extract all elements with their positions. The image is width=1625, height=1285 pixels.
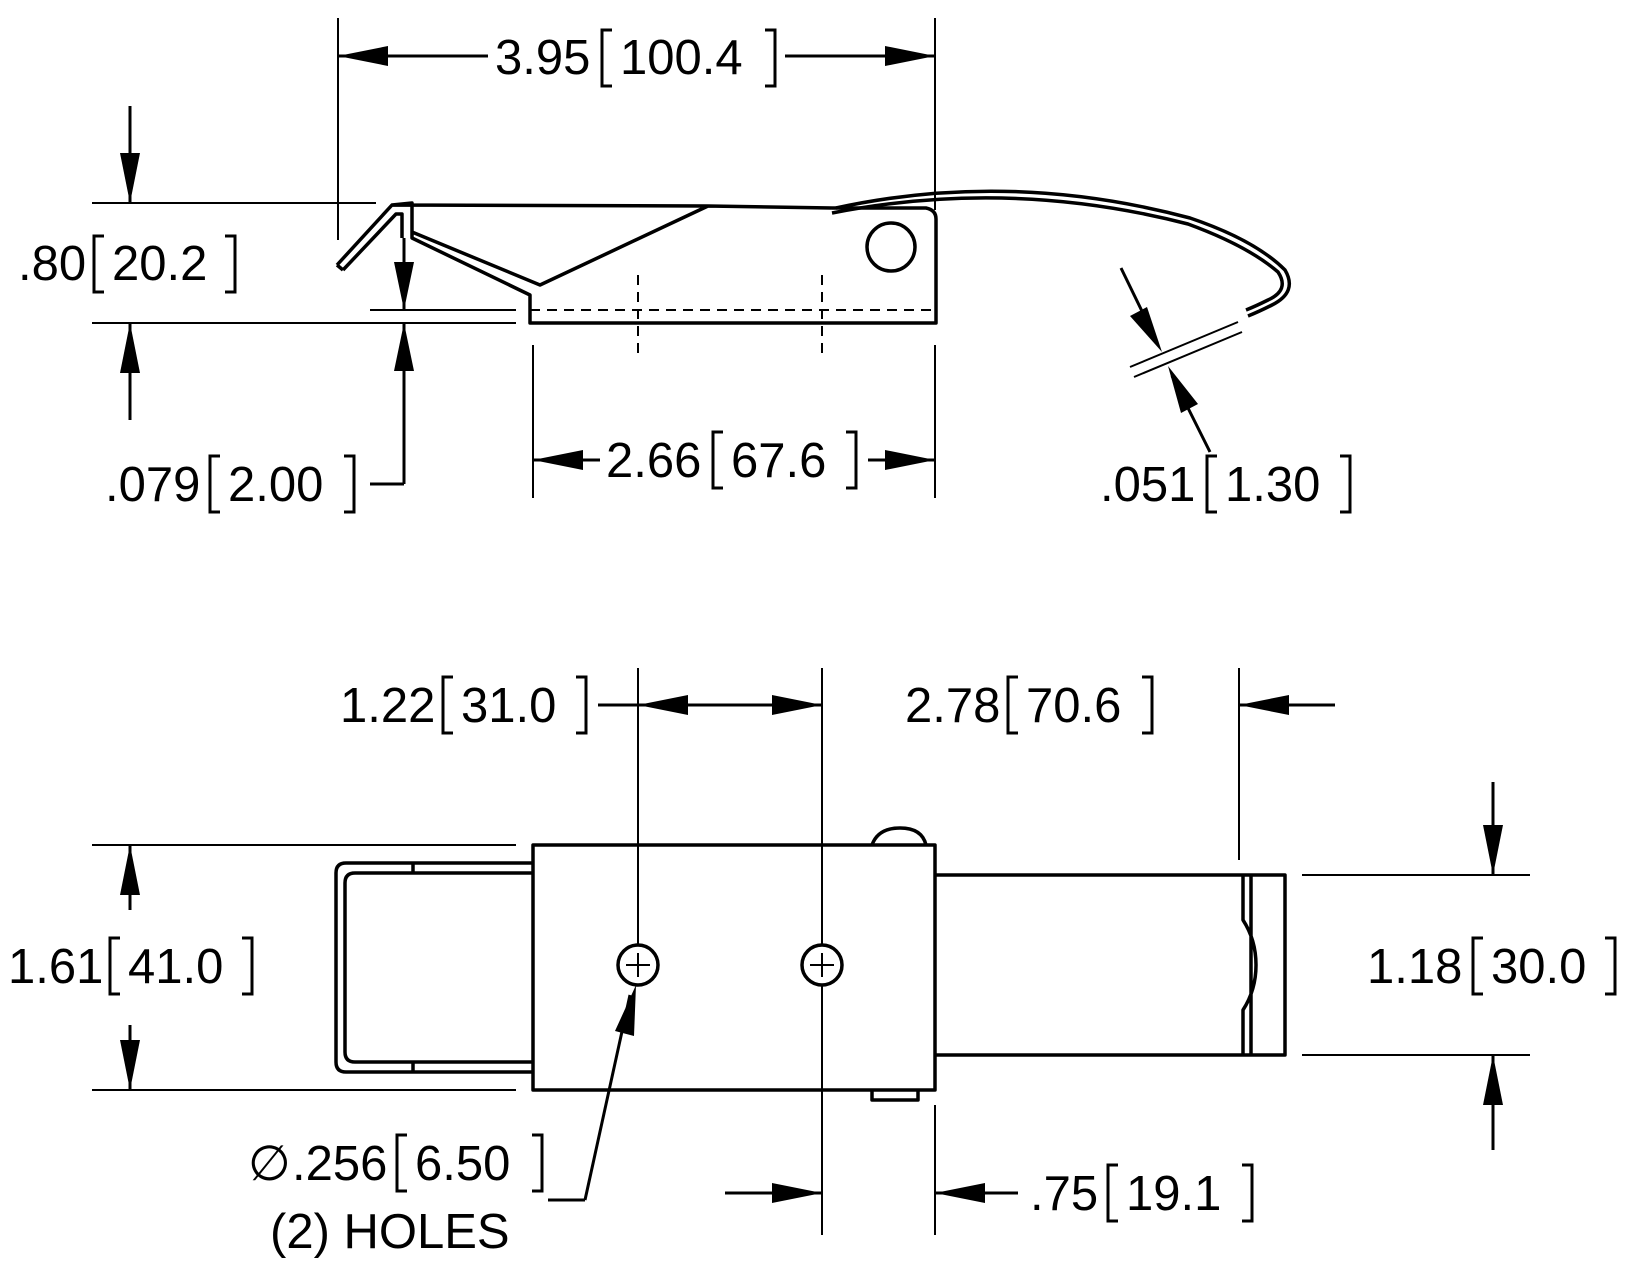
latch-body-profile bbox=[335, 201, 938, 325]
base-width-mm: 41.0 bbox=[128, 940, 223, 994]
hole-diameter-mm: 6.50 bbox=[415, 1137, 510, 1191]
dim-hole-to-base-end: .75 19.1 bbox=[725, 1105, 1254, 1235]
dim-hole-to-wire-end: 2.78 70.6 bbox=[905, 668, 1335, 860]
base-length-in: 2.66 bbox=[606, 434, 701, 488]
wire-bail bbox=[835, 189, 1292, 318]
base-length-mm: 67.6 bbox=[731, 434, 826, 488]
dim-height: .80 20.2 bbox=[18, 106, 516, 420]
pivot-boss-top bbox=[870, 826, 928, 846]
dim-bail-width: 1.18 30.0 bbox=[1302, 782, 1617, 1150]
dim-base-length: 2.66 67.6 bbox=[532, 345, 936, 498]
dim-thickness: .079 2.00 bbox=[105, 238, 516, 514]
dim-wire-diameter: .051 1.30 bbox=[1100, 267, 1352, 514]
wire-diameter-in: .051 bbox=[1100, 458, 1195, 512]
hole-spacing-in: 1.22 bbox=[340, 679, 435, 733]
dim-overall-length: 3.95 100.4 bbox=[337, 18, 936, 240]
base-width-in: 1.61 bbox=[8, 940, 103, 994]
height-mm: 20.2 bbox=[112, 237, 207, 291]
hole-to-base-end-mm: 19.1 bbox=[1126, 1167, 1221, 1221]
hole-count-note: (2) HOLES bbox=[270, 1205, 510, 1259]
bail-width-mm: 30.0 bbox=[1491, 940, 1586, 994]
bail-loop bbox=[1241, 875, 1258, 1055]
top-view: 1.22 31.0 2.78 70.6 1.61 41.0 bbox=[8, 668, 1617, 1259]
hole-to-base-end-in: .75 bbox=[1030, 1167, 1098, 1221]
thickness-in: .079 bbox=[105, 458, 200, 512]
hole-diameter-in: .256 bbox=[292, 1137, 387, 1191]
pivot-boss-bottom bbox=[870, 1090, 920, 1102]
dim-hole-diameter: ∅ .256 6.50 (2) HOLES bbox=[248, 985, 636, 1259]
pivot-hole bbox=[865, 221, 917, 273]
wire-diameter-mm: 1.30 bbox=[1225, 458, 1320, 512]
wire-bail-top bbox=[935, 873, 1287, 1057]
base-plate bbox=[531, 843, 937, 1092]
mounting-hole-2 bbox=[800, 943, 844, 987]
mounting-hole-1 bbox=[616, 943, 660, 987]
dim-base-width: 1.61 41.0 bbox=[8, 844, 516, 1091]
hole-to-wire-end-in: 2.78 bbox=[905, 679, 1000, 733]
wire-bail-inner bbox=[831, 196, 1284, 312]
bail-width-in: 1.18 bbox=[1367, 940, 1462, 994]
dim-hole-spacing: 1.22 31.0 bbox=[340, 668, 823, 1235]
overall-length-mm: 100.4 bbox=[620, 31, 743, 85]
overall-length-in: 3.95 bbox=[495, 31, 590, 85]
hole-diameter-symbol: ∅ bbox=[248, 1137, 291, 1191]
hole-spacing-mm: 31.0 bbox=[461, 679, 556, 733]
thickness-mm: 2.00 bbox=[228, 458, 323, 512]
side-view: 3.95 100.4 .80 20.2 .079 bbox=[18, 18, 1352, 514]
hole-to-wire-end-mm: 70.6 bbox=[1026, 679, 1121, 733]
lever-end bbox=[334, 861, 533, 1074]
height-in: .80 bbox=[18, 237, 86, 291]
